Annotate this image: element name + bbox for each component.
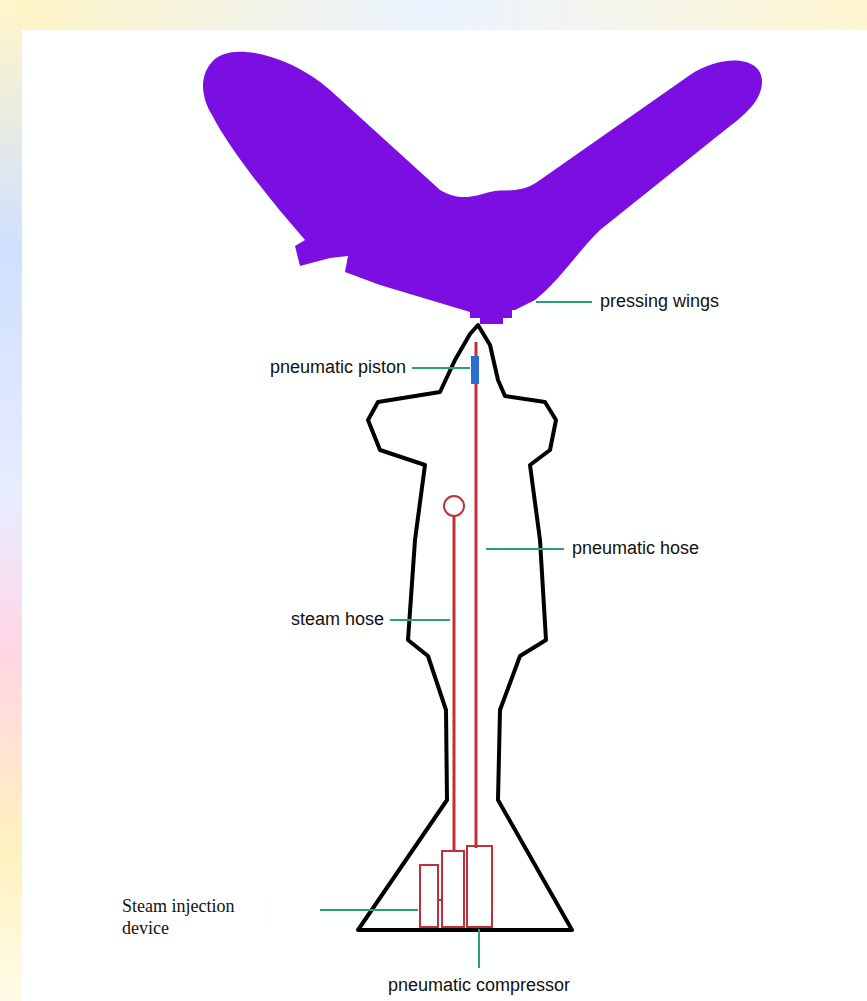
pneumatic-piston	[471, 356, 479, 384]
steam-boiler	[442, 851, 464, 927]
part-label: steam hose	[289, 609, 386, 631]
steam-injection-device	[420, 865, 438, 927]
steam-hose	[453, 516, 456, 852]
leader-lines	[320, 302, 592, 968]
part-label: pressing wings	[598, 291, 721, 313]
mannequin-body	[358, 325, 572, 930]
leader-line	[390, 619, 450, 621]
part-label: pneumatic compressor	[386, 975, 572, 997]
leader-line	[412, 367, 470, 369]
pneumatic-hose	[475, 342, 478, 848]
steam-nozzle	[444, 496, 464, 516]
wings-mount	[470, 306, 512, 324]
leader-line	[478, 929, 480, 968]
part-label: pneumatic hose	[570, 538, 701, 560]
panel	[22, 30, 867, 1001]
pneumatic-compressor	[467, 846, 492, 927]
leader-line	[320, 909, 418, 911]
pressing-wings	[203, 52, 762, 312]
leader-line	[486, 548, 564, 550]
leader-line	[536, 301, 592, 303]
part-label: Steam injection device	[120, 896, 264, 939]
left-band	[0, 0, 22, 1001]
part-label: pneumatic piston	[268, 357, 408, 379]
top-band	[0, 0, 867, 30]
